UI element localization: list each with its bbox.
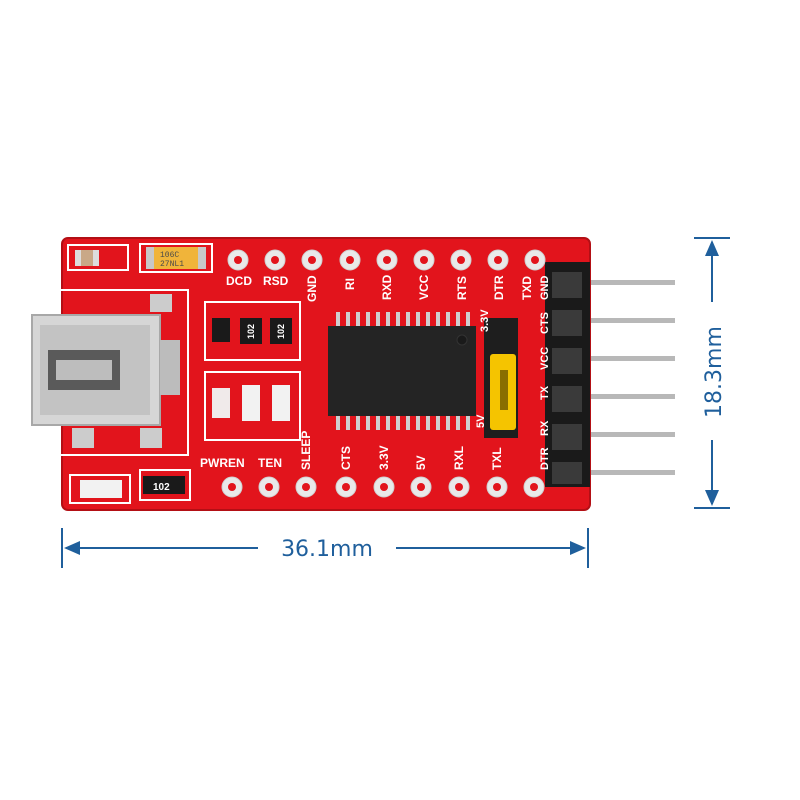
label-txd: TXD [520,276,534,300]
label-rxl: RXL [452,446,466,470]
label-jumper-3v3: 3.3V [479,309,491,332]
resistors: 102 102 102 [143,318,292,494]
label-gnd-top: GND [305,275,319,302]
resistor-b-label: 102 [276,324,286,339]
label-vcc-top: VCC [417,274,431,300]
ft232rl-chip [328,312,476,430]
height-label: 18.3mm [702,326,727,418]
label-txl: TXL [490,447,504,470]
label-header-cts: CTS [539,312,551,334]
label-pwren: PWREN [200,456,245,470]
label-rts: RTS [455,276,469,300]
width-label: 36.1mm [281,537,373,562]
resistor-a-label: 102 [246,324,256,339]
label-ri: RI [343,278,357,290]
label-dcd: DCD [226,274,252,288]
label-cts: CTS [339,446,353,470]
label-ten: TEN [258,456,282,470]
label-dtr-top: DTR [492,275,506,300]
height-dimension [694,237,730,509]
label-header-tx: TX [539,385,551,400]
voltage-jumper [484,318,518,438]
pcb-board [62,238,590,510]
width-dimension [61,528,589,568]
label-header-rx: RX [539,420,551,436]
label-jumper-5v: 5V [475,414,487,428]
label-3v3: 3.3V [377,445,391,470]
label-header-dtr: DTR [539,447,551,470]
resistor-c-label: 102 [153,482,170,493]
leds [80,385,290,498]
label-rxd: RXD [380,274,394,300]
header-pins [560,280,675,475]
label-sleep: SLEEP [299,431,313,470]
label-header-vcc: VCC [539,347,551,370]
label-5v: 5V [414,455,428,470]
label-rsd: RSD [263,274,289,288]
label-header-gnd: GND [539,276,551,301]
usb-mini-connector [31,294,180,448]
